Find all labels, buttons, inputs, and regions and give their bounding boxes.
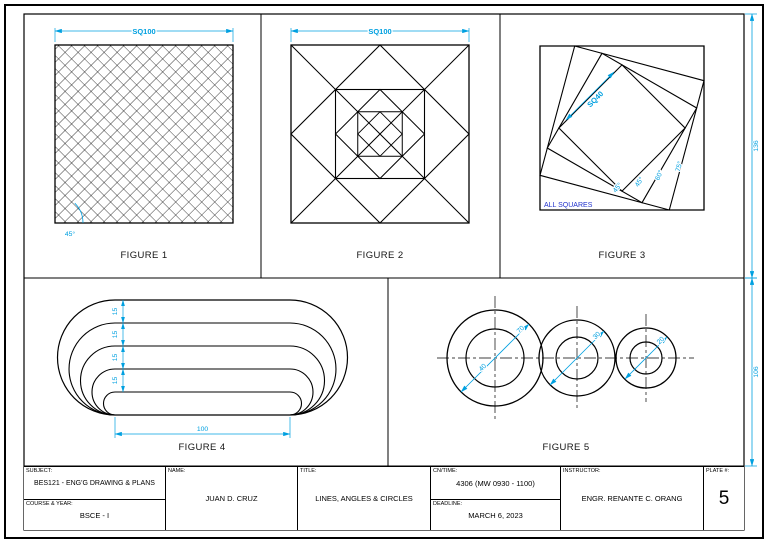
fig3-square-2: [539, 45, 705, 211]
fig5-dim-line-circle1: [460, 323, 530, 393]
fig3-angle-label-2: 45°: [633, 175, 645, 188]
fig4-label: FIGURE 4: [178, 442, 225, 453]
title-block-col-subject: SUBJECT: BES121 - ENG'G DRAWING & PLANS …: [24, 467, 165, 530]
fig3-label: FIGURE 3: [598, 250, 645, 261]
title-block: SUBJECT: BES121 - ENG'G DRAWING & PLANS …: [24, 466, 744, 530]
fig3-square-1: [539, 45, 705, 211]
title-label: TITLE:: [300, 468, 317, 474]
fig5-dia20-text: 20: [656, 336, 666, 346]
course-label: COURSE & YEAR:: [26, 501, 73, 507]
fig3-angle-label-1: 45°: [611, 181, 624, 194]
title-value: LINES, ANGLES & CIRCLES: [315, 494, 413, 503]
subject-value: BES121 - ENG'G DRAWING & PLANS: [34, 479, 155, 487]
fig2-dimension-text: SQ100: [368, 27, 391, 36]
fig5-circle3-outer: [615, 327, 677, 389]
fig2-diamond-3: [357, 111, 403, 157]
inner-frame: [23, 13, 745, 531]
title-block-col-title: TITLE: LINES, ANGLES & CIRCLES: [297, 467, 430, 530]
course-value: BSCE - I: [79, 511, 110, 520]
fig4-stadium-1: [56, 299, 349, 416]
title-block-col-cn: CN/TIME: 4306 (MW 0930 - 1100) DEADLINE:…: [430, 467, 560, 530]
fig5-dia70-text: 70: [516, 325, 526, 335]
fig2-diagonals: [290, 44, 470, 224]
fig4-offset-dim-text-1: 15: [112, 308, 119, 316]
subject-cell: SUBJECT: BES121 - ENG'G DRAWING & PLANS: [24, 467, 165, 499]
dim106-text: 106: [753, 366, 760, 378]
fig1-dimension-text: SQ100: [132, 27, 155, 36]
outer-border: [4, 4, 764, 539]
title-block-col-name: NAME: JUAN D. CRUZ: [165, 467, 297, 530]
cn-value: 4306 (MW 0930 - 1100): [456, 478, 535, 488]
dim136-text: 136: [753, 140, 760, 152]
figure5-drawing: 40 70 30 20 FIGURE 5: [437, 296, 694, 453]
fig2-label: FIGURE 2: [356, 250, 403, 261]
deadline-cell: DEADLINE: MARCH 6, 2023: [431, 499, 560, 531]
name-label: NAME:: [168, 468, 186, 474]
fig4-length-dim-text: 100: [197, 426, 209, 433]
fig5-dia40-text: 40: [478, 363, 488, 373]
fig2-diamond-2: [334, 88, 426, 180]
fig3-all-squares-note: ALL SQUARES: [544, 202, 593, 209]
figure4-drawing: 15 15 15 15 100 FIGURE 4: [56, 299, 349, 453]
title-block-col-instructor: INSTRUCTOR: ENGR. RENANTE C. ORANG: [560, 467, 703, 530]
bottom-row-height-dimension: 106: [745, 277, 761, 467]
fig5-dim-line-circle2: [549, 330, 605, 386]
deadline-label: DEADLINE:: [433, 501, 463, 507]
cn-label: CN/TIME:: [433, 468, 458, 474]
fig4-offset-dim-text-3: 15: [112, 354, 119, 362]
fig1-angle-text: 45°: [65, 230, 76, 238]
top-row-height-dimension: 136: [745, 13, 761, 279]
fig3-square-3: [546, 52, 698, 204]
cn-cell: CN/TIME: 4306 (MW 0930 - 1100): [431, 467, 560, 499]
fig5-dia30-text: 30: [592, 331, 602, 341]
fig3-sq40-dimension-line: [565, 71, 615, 121]
course-cell: COURSE & YEAR: BSCE - I: [24, 499, 165, 531]
figure1-drawing: SQ100 45° FIGURE 1: [54, 26, 234, 261]
figure2-drawing: SQ100 FIGURE 2: [290, 26, 470, 261]
fig4-offset-dim-text-2: 15: [112, 331, 119, 339]
fig5-dim-line-circle3: [624, 336, 668, 380]
fig1-label: FIGURE 1: [120, 250, 167, 261]
name-value: JUAN D. CRUZ: [205, 494, 258, 503]
fig2-diamond-1: [290, 44, 470, 224]
fig3-sq40-dimension-text: SQ40: [585, 89, 605, 109]
title-block-col-plate: PLATE #: 5: [703, 467, 744, 530]
fig3-square-4: [558, 64, 686, 192]
plate-number: 5: [718, 487, 730, 509]
subject-label: SUBJECT:: [26, 468, 52, 474]
figure3-drawing: SQ40 45° 45° 60° 75° ALL SQUARES FIGURE …: [539, 45, 705, 261]
fig1-crosshatched-square: [54, 44, 234, 224]
fig5-label: FIGURE 5: [542, 442, 589, 453]
deadline-value: MARCH 6, 2023: [468, 511, 523, 520]
fig3-angle-label-4: 75°: [674, 160, 685, 172]
fig5-circle1-outer: [446, 309, 544, 407]
instructor-value: ENGR. RENANTE C. ORANG: [581, 494, 683, 503]
instructor-label: INSTRUCTOR:: [563, 468, 601, 474]
fig4-stadium-5: [103, 391, 302, 416]
fig3-angle-label-3: 60°: [653, 169, 665, 182]
plate-label: PLATE #:: [706, 468, 730, 474]
panel-grid-lines: [24, 14, 744, 467]
fig1-angle-arc: [74, 202, 84, 224]
fig4-offset-dim-text-4: 15: [112, 377, 119, 385]
fig5-circle2-outer: [538, 319, 616, 397]
